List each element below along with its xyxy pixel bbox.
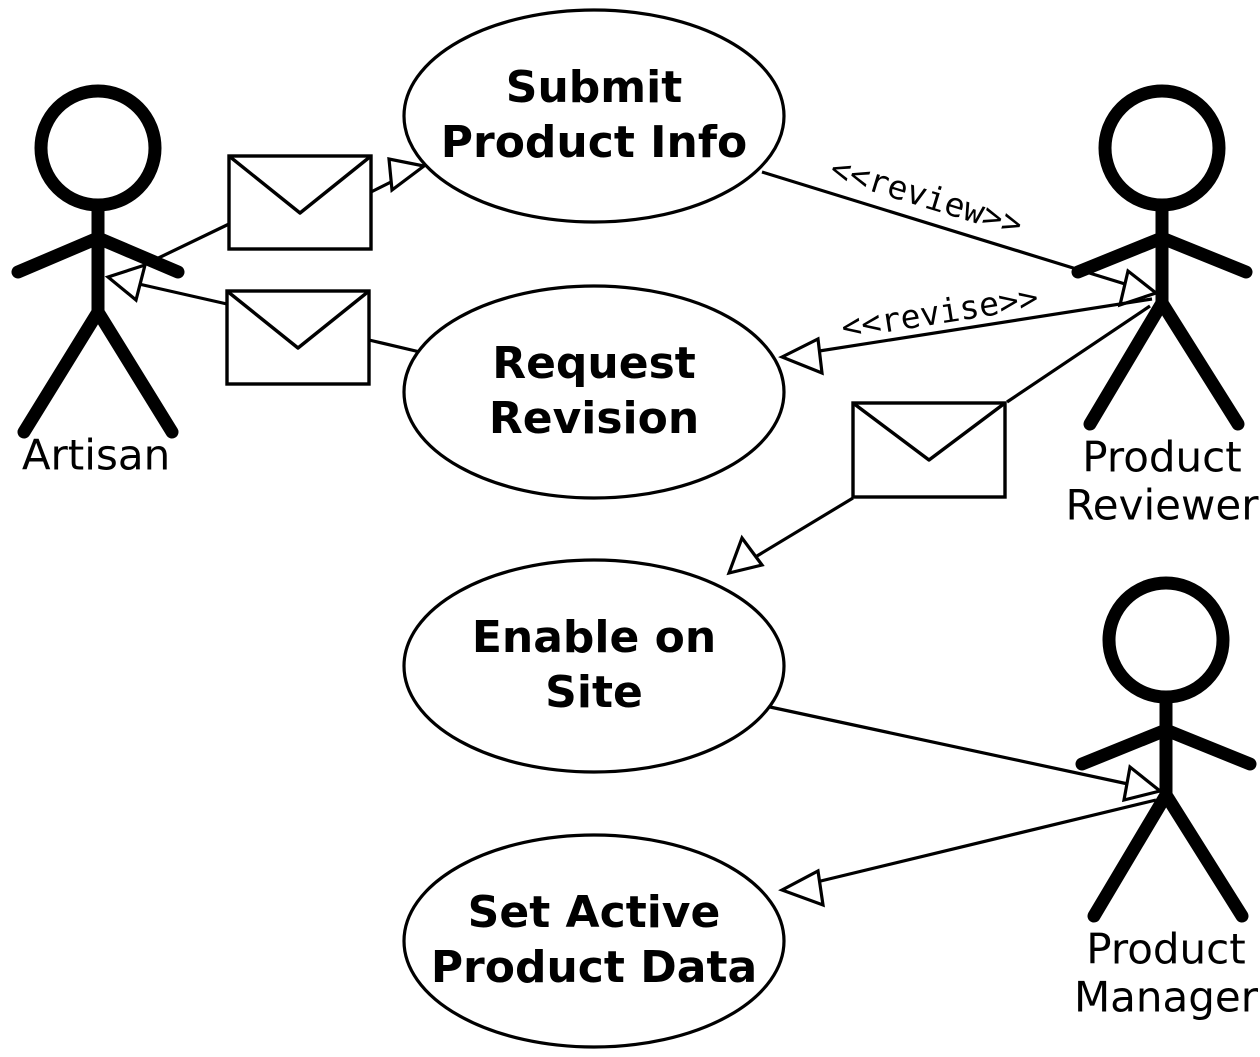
actor-arm-right xyxy=(1159,723,1257,771)
actor-label-line-2: Reviewer xyxy=(1066,481,1260,530)
association-line-segment xyxy=(799,798,1157,888)
actor-label-line-2: Manager xyxy=(1074,973,1259,1022)
association-line-segment xyxy=(769,705,1143,789)
connection-submit-to-reviewer[interactable]: <<review>> xyxy=(761,148,1160,308)
envelope-icon-enable xyxy=(851,401,1007,499)
hollow-triangle-arrowhead xyxy=(387,157,428,193)
envelopes-layer xyxy=(225,154,1007,499)
connection-enable-to-manager[interactable] xyxy=(769,705,1164,803)
connection-artisan-to-submit[interactable] xyxy=(147,157,428,265)
actor-leg-left xyxy=(1087,788,1173,923)
use-case-set-active-product-data[interactable]: Set Active Product Data xyxy=(402,833,786,1049)
use-case-label-line-1: Set Active xyxy=(468,887,721,938)
actor-leg-right xyxy=(1159,788,1249,923)
actor-label-line-1: Artisan xyxy=(22,431,170,480)
hollow-triangle-arrowhead xyxy=(1121,764,1164,803)
actor-leg-right xyxy=(91,305,179,439)
use-case-ellipse xyxy=(402,833,786,1049)
actor-artisan[interactable]: Artisan xyxy=(11,84,185,480)
actor-head-icon xyxy=(34,84,162,212)
envelope-body xyxy=(227,154,373,251)
actor-head-icon xyxy=(1098,84,1226,212)
envelope-body xyxy=(851,401,1007,499)
connections-layer: <<review>> <<revise>> xyxy=(104,148,1164,908)
association-line-segment xyxy=(799,297,1153,356)
stereotype-label-revise: <<revise>> xyxy=(839,277,1041,347)
use-case-label-line-2: Product Info xyxy=(441,117,748,168)
actor-arm-left xyxy=(1075,723,1173,771)
envelope-icon-revision xyxy=(225,289,371,386)
connection-reviewer-to-enable[interactable] xyxy=(726,304,1151,576)
hollow-triangle-arrowhead xyxy=(726,534,765,576)
hollow-triangle-arrowhead xyxy=(778,336,824,376)
actor-label-line-1: Product xyxy=(1086,925,1245,974)
actor-head-icon xyxy=(1102,576,1230,704)
envelope-flap xyxy=(225,289,371,350)
hollow-triangle-arrowhead xyxy=(778,868,825,908)
association-line-segment xyxy=(1006,304,1151,404)
use-case-label-line-2: Revision xyxy=(489,393,699,444)
hollow-triangle-arrowhead xyxy=(1117,268,1160,308)
use-case-enable-on-site[interactable]: Enable on Site xyxy=(402,558,786,774)
actors-layer: Artisan Product Reviewer xyxy=(11,84,1260,1022)
association-line-segment xyxy=(129,280,228,306)
actor-arm-right xyxy=(1155,231,1253,279)
stereotype-label-review: <<review>> xyxy=(826,148,1027,243)
envelope-flap xyxy=(227,154,373,215)
association-line-segment xyxy=(147,222,230,265)
envelope-body xyxy=(225,289,371,386)
use-case-ellipse xyxy=(402,284,786,500)
use-cases-layer: Submit Product Info Request Revision Ena… xyxy=(402,8,786,1049)
use-case-ellipse xyxy=(402,8,786,224)
use-case-label-line-1: Request xyxy=(492,338,696,389)
envelope-icon-submit xyxy=(227,154,373,251)
use-case-label-line-2: Product Data xyxy=(431,942,757,993)
connection-revision-to-artisan[interactable] xyxy=(104,262,421,354)
actor-product-manager[interactable]: Product Manager xyxy=(1074,576,1259,1022)
actor-leg-left xyxy=(1083,296,1169,431)
actor-leg-left xyxy=(17,305,105,439)
use-case-label-line-2: Site xyxy=(545,667,643,718)
use-case-request-revision[interactable]: Request Revision xyxy=(402,284,786,500)
connection-manager-to-set-active[interactable] xyxy=(778,798,1157,908)
envelope-flap xyxy=(851,401,1007,462)
use-case-label-line-1: Submit xyxy=(506,62,682,113)
actor-label-line-1: Product xyxy=(1082,433,1241,482)
use-case-ellipse xyxy=(402,558,786,774)
hollow-triangle-arrowhead xyxy=(104,262,148,303)
actor-arm-left xyxy=(11,231,105,279)
association-line-segment xyxy=(746,496,854,564)
use-case-label-line-1: Enable on xyxy=(472,612,716,663)
actor-arm-right xyxy=(91,231,185,279)
association-line-segment xyxy=(368,338,421,354)
connection-reviewer-to-revision[interactable]: <<revise>> xyxy=(778,277,1153,376)
actor-leg-right xyxy=(1155,296,1245,431)
actor-arm-left xyxy=(1071,231,1169,279)
use-case-submit-product-info[interactable]: Submit Product Info xyxy=(402,8,786,224)
actor-product-reviewer[interactable]: Product Reviewer xyxy=(1066,84,1260,530)
